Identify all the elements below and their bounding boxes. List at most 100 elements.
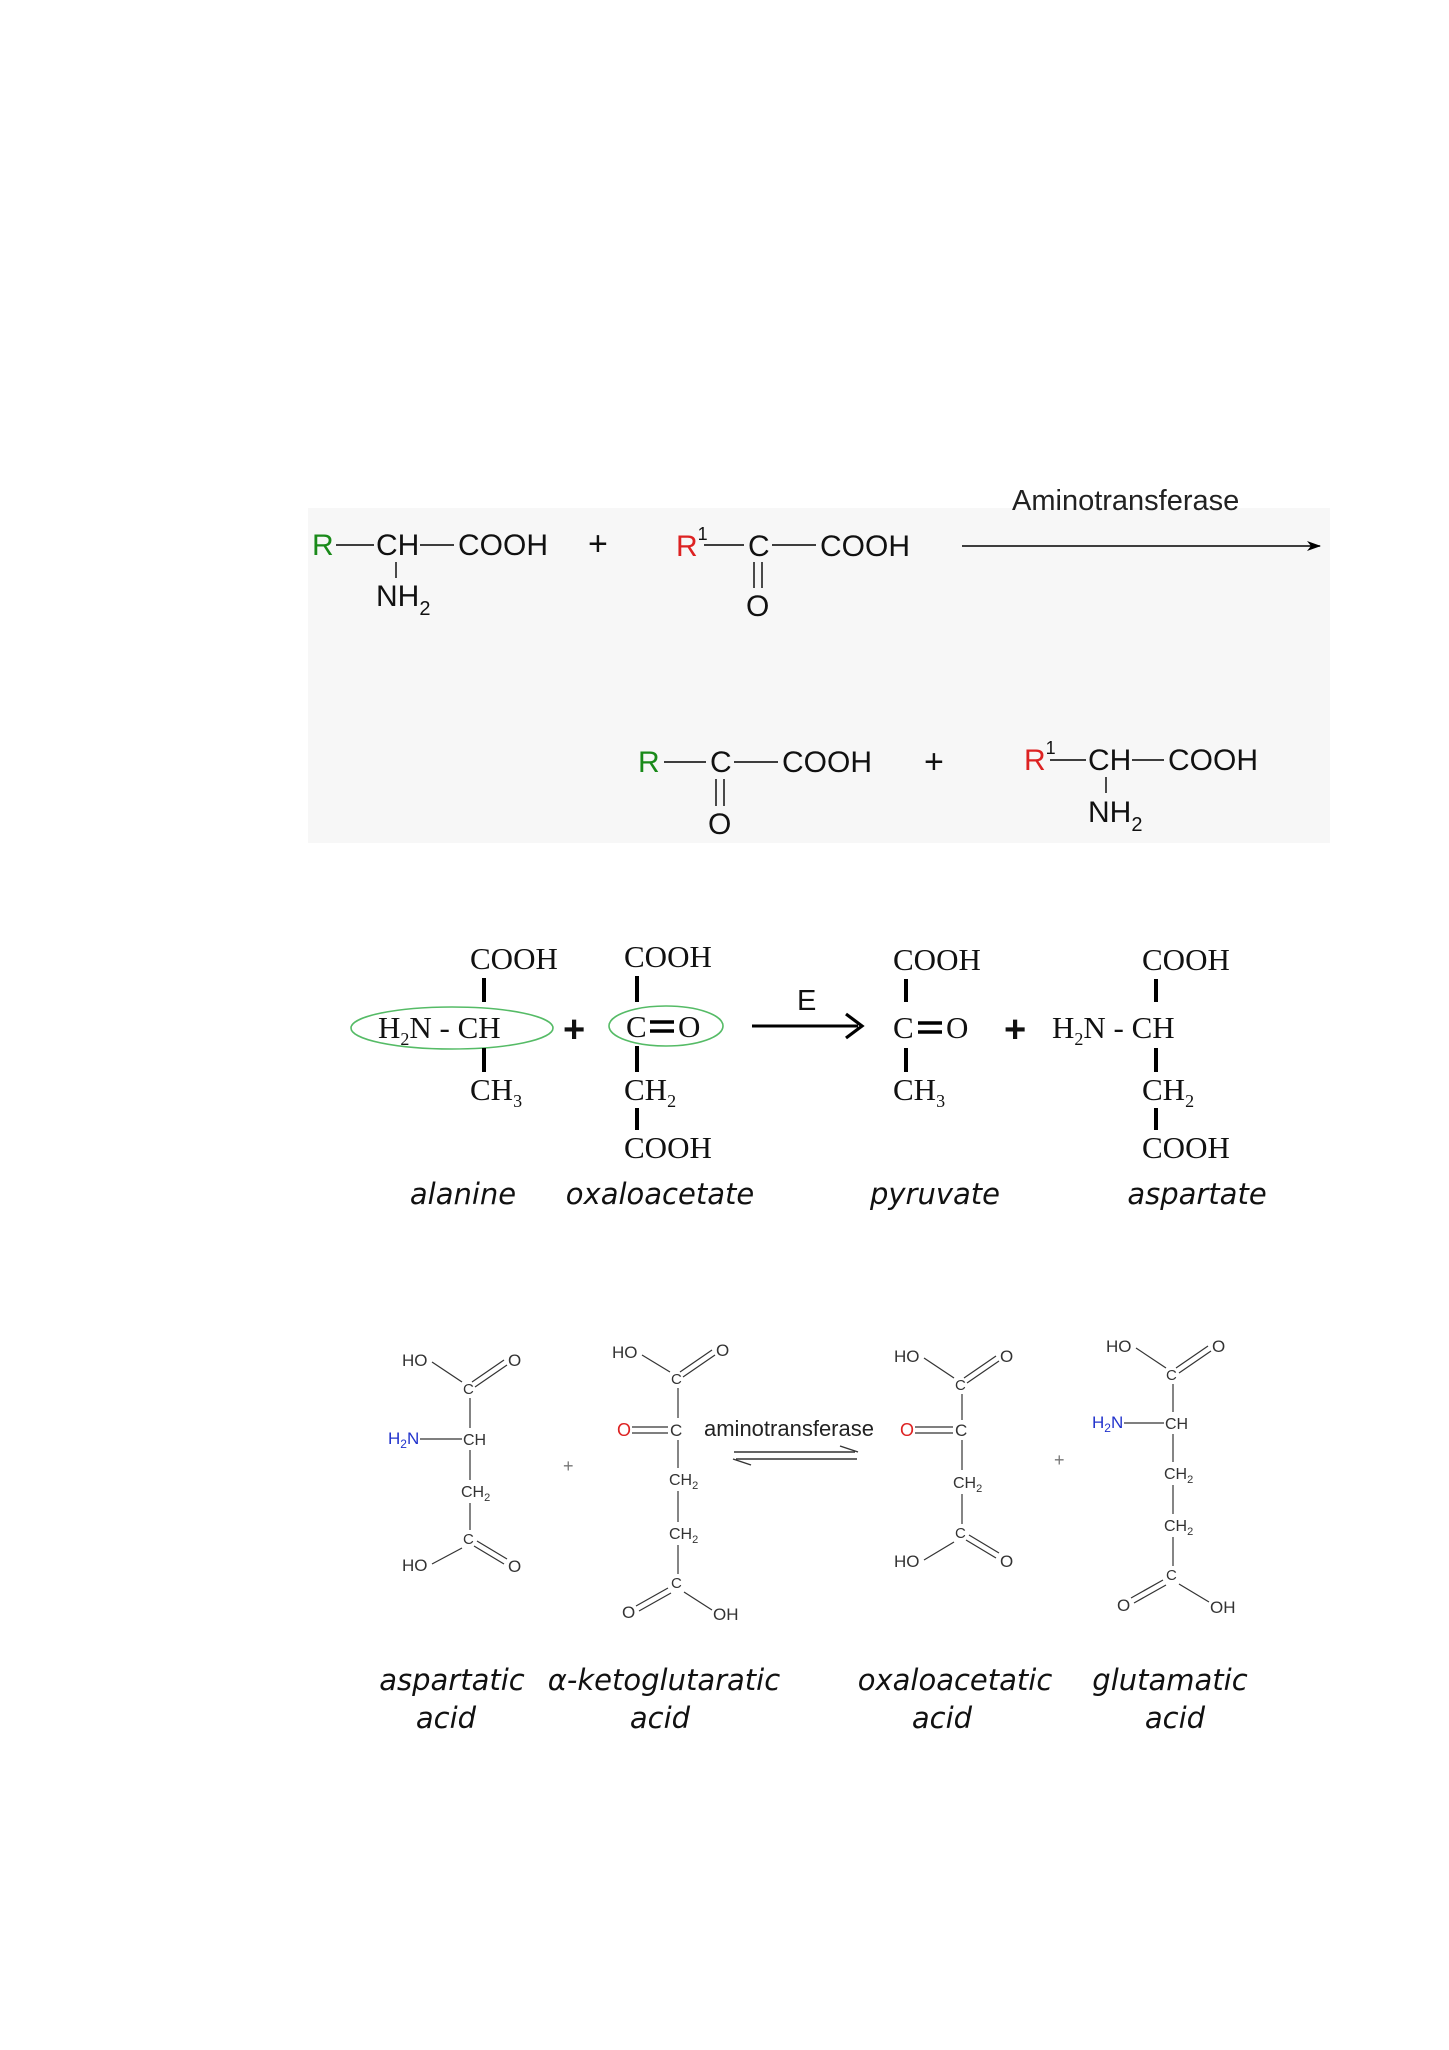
oxaloacetatic-name-line2: acid	[912, 1701, 973, 1735]
aspartate-structure: COOH H2N - CH CH2 COOH	[1052, 942, 1230, 1165]
ch-group: CH	[1165, 1416, 1188, 1433]
plus-sign: +	[563, 1009, 585, 1051]
ch3-group: CH3	[470, 1072, 522, 1111]
bond	[641, 1354, 671, 1373]
double-bond	[965, 1539, 997, 1559]
pyruvate-name: pyruvate	[869, 1177, 1000, 1211]
h2n-ch-group: H2N - CH	[1052, 1010, 1175, 1049]
ch2-group: CH2	[624, 1072, 676, 1111]
glutamatic-name-line2: acid	[1145, 1701, 1206, 1735]
amino-acid-reactant: R CH COOH NH2	[312, 529, 548, 620]
bond	[1135, 1347, 1167, 1369]
bond	[683, 1591, 713, 1611]
r1-group: R1	[676, 524, 708, 563]
keto-acid-product: R C COOH O	[638, 746, 872, 841]
oh-group: OH	[1210, 1598, 1236, 1617]
double-bond	[966, 1360, 1000, 1384]
ch2-group: CH2	[669, 1526, 698, 1546]
amino-group-highlight	[350, 1006, 554, 1050]
o-atom: O	[946, 1010, 968, 1045]
oh-group: OH	[713, 1605, 739, 1624]
cooh-group: COOH	[624, 1130, 712, 1165]
bond	[1178, 1583, 1210, 1603]
aspartatic-name-line1: aspartatic	[379, 1663, 525, 1697]
oxaloacetate-name: oxaloacetate	[566, 1177, 754, 1211]
o-atom: O	[746, 590, 769, 623]
ho-group: HO	[402, 1556, 428, 1575]
h2n-group: H2N	[388, 1429, 419, 1451]
ch2-group: CH2	[953, 1475, 982, 1495]
double-bond	[476, 1540, 508, 1560]
ch-group: CH	[463, 1432, 486, 1449]
cooh-group: COOH	[782, 746, 872, 779]
alanine-oxaloacetate-reaction: COOH H2N - CH CH3 + COOH C O CH2 COOH E	[350, 939, 1267, 1211]
plus-sign: +	[1054, 1450, 1065, 1470]
cooh-group: COOH	[1142, 1130, 1230, 1165]
keto-group-highlight	[608, 1005, 724, 1047]
c-atom: C	[955, 1421, 967, 1440]
double-bond	[471, 1359, 505, 1383]
cooh-group: COOH	[1168, 744, 1258, 777]
o-atom: O	[508, 1557, 521, 1576]
plus-sign: +	[1004, 1009, 1026, 1051]
c-atom: C	[748, 530, 770, 563]
plus-sign: +	[563, 1456, 574, 1476]
plus-sign: +	[924, 743, 944, 781]
forward-arrow-tip	[839, 1445, 859, 1453]
aminotransferase-label: aminotransferase	[704, 1416, 874, 1441]
aminotransferase-label: Aminotransferase	[1012, 485, 1239, 517]
compound-names: alanine oxaloacetate pyruvate aspartate	[410, 1177, 1267, 1211]
reverse-arrow-tip	[732, 1458, 752, 1466]
ch2-group: CH2	[1164, 1466, 1193, 1486]
cooh-group: COOH	[1142, 942, 1230, 977]
double-bond	[473, 1545, 505, 1565]
h2n-ch-group: H2N - CH	[378, 1010, 501, 1049]
general-reaction-scheme: Aminotransferase R CH COOH NH2 + R1 C CO…	[308, 485, 1330, 843]
ho-group: HO	[1106, 1337, 1132, 1356]
ch2-group: CH2	[669, 1472, 698, 1492]
double-bond	[682, 1354, 716, 1378]
double-bond	[635, 1587, 669, 1607]
double-bond	[1133, 1584, 1167, 1604]
aspartic-ketoglutaric-reaction: HO C O H2N CH CH2 C HO O + HO C	[379, 1337, 1247, 1735]
c-atom: C	[893, 1010, 914, 1045]
oxaloacetatic-acid-structure: HO C O O C CH2 C HO O	[894, 1347, 1013, 1571]
double-bond	[638, 1592, 672, 1612]
ch3-group: CH3	[893, 1072, 945, 1111]
aspartate-name: aspartate	[1127, 1177, 1266, 1211]
c-atom: C	[1166, 1367, 1177, 1384]
o-atom: O	[622, 1603, 635, 1622]
ch-group: CH	[376, 529, 419, 562]
c-atom: C	[1166, 1567, 1177, 1584]
ketoglutaratic-name-line2: acid	[630, 1701, 691, 1735]
pyruvate-structure: COOH C O CH3	[893, 942, 981, 1111]
c-atom: C	[626, 1009, 647, 1044]
nh2-group: NH2	[1088, 796, 1142, 836]
o-atom: O	[1212, 1337, 1225, 1356]
compound-names: aspartatic acid α-ketoglutaratic acid ox…	[379, 1663, 1247, 1735]
ho-group: HO	[894, 1347, 920, 1366]
bond	[431, 1361, 463, 1383]
cooh-group: COOH	[458, 529, 548, 562]
o-atom: O	[1117, 1596, 1130, 1615]
aspartic-acid-structure: HO C O H2N CH CH2 C HO O	[388, 1351, 521, 1576]
enzyme-label: E	[797, 985, 816, 1017]
oxaloacetate-structure: COOH C O CH2 COOH	[608, 939, 724, 1165]
ch-group: CH	[1088, 744, 1131, 777]
ketoglutaric-acid-structure: HO C O O C CH2 CH2 C O OH	[612, 1341, 739, 1624]
c-atom: C	[671, 1371, 682, 1388]
nh2-group: NH2	[376, 580, 430, 620]
ho-group: HO	[894, 1552, 920, 1571]
double-bond	[679, 1349, 713, 1373]
keto-o-atom: O	[617, 1420, 631, 1440]
alanine-name: alanine	[410, 1177, 516, 1211]
ch2-group: CH2	[461, 1484, 490, 1504]
cooh-group: COOH	[624, 939, 712, 974]
o-atom: O	[716, 1341, 729, 1360]
ho-group: HO	[612, 1343, 638, 1362]
amino-acid-product: R1 CH COOH NH2	[1024, 738, 1258, 836]
cooh-group: COOH	[893, 942, 981, 977]
r-group: R	[638, 746, 660, 779]
bond	[923, 1541, 955, 1561]
c-atom: C	[463, 1381, 474, 1398]
